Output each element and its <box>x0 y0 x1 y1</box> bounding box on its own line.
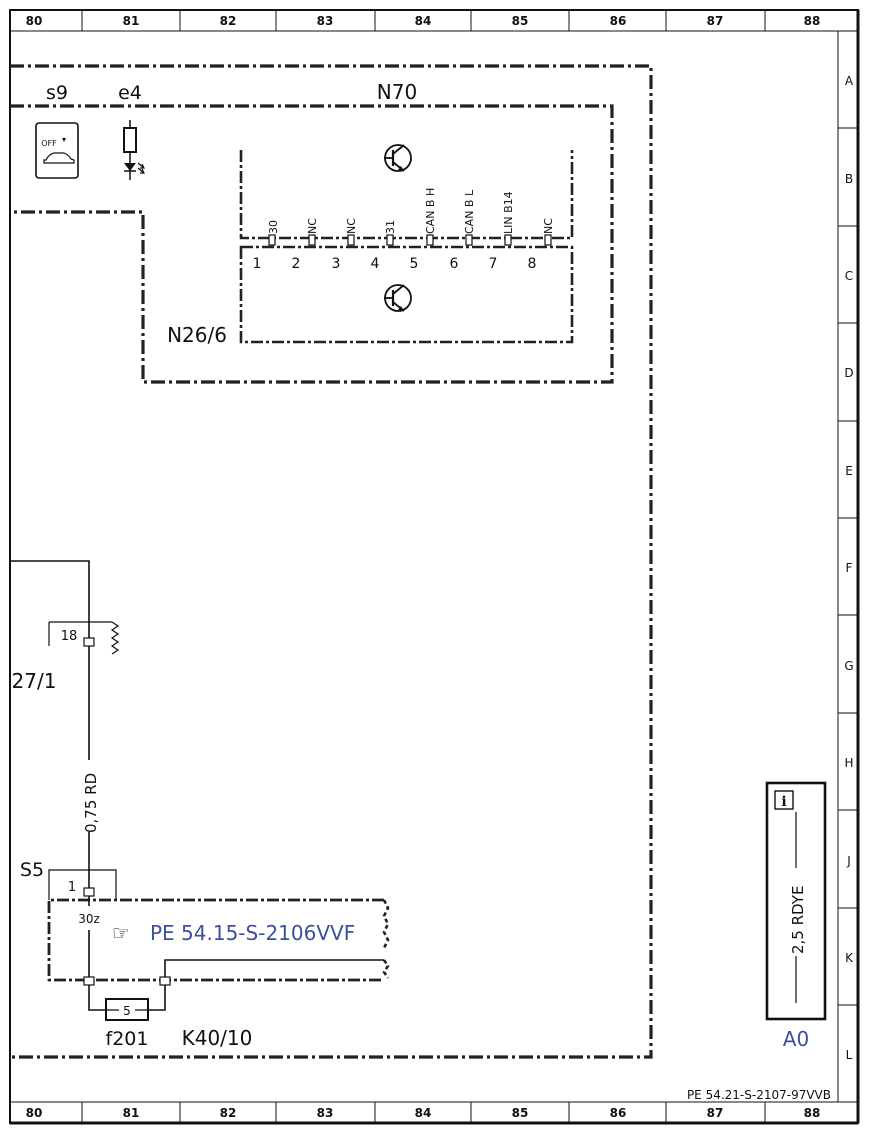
transistor-icon <box>384 284 412 312</box>
col-label: 83 <box>317 14 334 28</box>
col-label: 85 <box>512 1106 529 1120</box>
k40-10-box <box>47 898 384 982</box>
transistor-icon <box>384 144 412 172</box>
component-n26-6-label: N26/6 <box>167 323 227 347</box>
col-label: 80 <box>26 1106 43 1120</box>
pin-label: CAN B H <box>424 188 437 234</box>
connector-18-pin: 18 <box>61 629 78 644</box>
pin-label: 31 <box>384 220 397 234</box>
connector-27-1: 18 <box>48 621 120 655</box>
outer-module-boundary <box>10 64 653 1059</box>
pin-number: 6 <box>450 256 459 272</box>
row-label: E <box>845 464 853 478</box>
k40-10-break <box>382 899 390 949</box>
wire-label-0-75-rd: 0,75 RD <box>82 773 100 833</box>
row-labels: A B C D E F G H J K L <box>844 74 854 1062</box>
wire-to-27-1 <box>10 560 90 640</box>
component-a0-label: A0 <box>783 1027 809 1051</box>
row-label: H <box>844 756 853 770</box>
pin-number: 5 <box>410 256 419 272</box>
reference-link[interactable]: ☞ PE 54.15-S-2106VVF <box>112 921 355 945</box>
pin-label: LIN B14 <box>502 191 515 234</box>
row-label: F <box>846 561 853 575</box>
wire-internal-right <box>164 959 384 980</box>
row-label: D <box>844 366 853 380</box>
row-label: J <box>846 854 851 868</box>
col-label: 88 <box>804 1106 821 1120</box>
col-label: 88 <box>804 14 821 28</box>
upper-module-boundary <box>10 104 614 384</box>
pin-label: 30 <box>267 220 280 234</box>
info-icon: i <box>781 794 786 810</box>
pin-number: 2 <box>292 256 301 272</box>
row-label: K <box>845 951 854 965</box>
col-label: 86 <box>610 14 627 28</box>
pin-number: 8 <box>528 256 537 272</box>
pin-label: NC <box>345 218 358 234</box>
row-label: L <box>846 1048 853 1062</box>
e4-led-icon <box>123 120 145 180</box>
pin-label: NC <box>306 218 319 234</box>
fuse-f201: 5 <box>83 976 171 1021</box>
info-box-a0: i 2,5 RDYE <box>765 781 827 1021</box>
col-label: 85 <box>512 14 529 28</box>
pin-number: 3 <box>332 256 341 272</box>
svg-text:OFF: OFF <box>41 139 57 148</box>
col-label: 83 <box>317 1106 334 1120</box>
connector-pin-markers <box>268 234 552 246</box>
component-s9-label: s9 <box>46 82 68 104</box>
diagram-id: PE 54.21-S-2107-97VVB <box>687 1088 831 1102</box>
s5-pin-1: 1 <box>68 880 76 895</box>
col-label: 80 <box>26 14 43 28</box>
info-wire-label: 2,5 RDYE <box>789 886 807 954</box>
pin-number: 7 <box>489 256 498 272</box>
component-f201-label: f201 <box>106 1028 149 1050</box>
k40-10-break <box>382 959 390 979</box>
row-label: G <box>844 659 853 673</box>
n26-6-box <box>239 245 574 344</box>
col-label: 81 <box>123 1106 140 1120</box>
col-label: 84 <box>415 14 432 28</box>
pointing-hand-icon: ☞ <box>112 921 130 945</box>
row-label: A <box>845 74 854 88</box>
bottom-column-labels: 80 81 82 83 84 85 86 87 88 <box>26 1106 821 1120</box>
col-label: 84 <box>415 1106 432 1120</box>
row-label: B <box>845 172 853 186</box>
component-e4-label: e4 <box>118 82 142 104</box>
component-n70-label: N70 <box>377 80 417 104</box>
col-label: 82 <box>220 1106 237 1120</box>
component-27-1-label: 27/1 <box>12 669 57 693</box>
col-label: 82 <box>220 14 237 28</box>
pin-label: NC <box>542 218 555 234</box>
terminal-30z: 30z <box>78 912 100 926</box>
component-k40-10-label: K40/10 <box>182 1026 253 1050</box>
component-s5-label: S5 <box>20 859 44 881</box>
n70-inner-box <box>239 150 574 240</box>
connector-pin-numbers: 1 2 3 4 5 6 7 8 <box>253 256 537 272</box>
grid-frame <box>9 9 860 1125</box>
pin-number: 4 <box>371 256 380 272</box>
col-label: 87 <box>707 1106 724 1120</box>
row-label: C <box>845 269 853 283</box>
s9-switch-icon: OFF <box>9 122 79 179</box>
col-label: 81 <box>123 14 140 28</box>
connector-pin-labels: 30 NC NC 31 CAN B H CAN B L LIN B14 NC <box>267 188 555 234</box>
pin-number: 1 <box>253 256 262 272</box>
reference-link-text[interactable]: PE 54.15-S-2106VVF <box>150 921 355 945</box>
col-label: 86 <box>610 1106 627 1120</box>
col-label: 87 <box>707 14 724 28</box>
fuse-number: 5 <box>123 1004 131 1018</box>
pin-label: CAN B L <box>463 189 476 234</box>
s5-outline <box>48 869 117 900</box>
top-column-labels: 80 81 82 83 84 85 86 87 88 <box>26 14 821 28</box>
